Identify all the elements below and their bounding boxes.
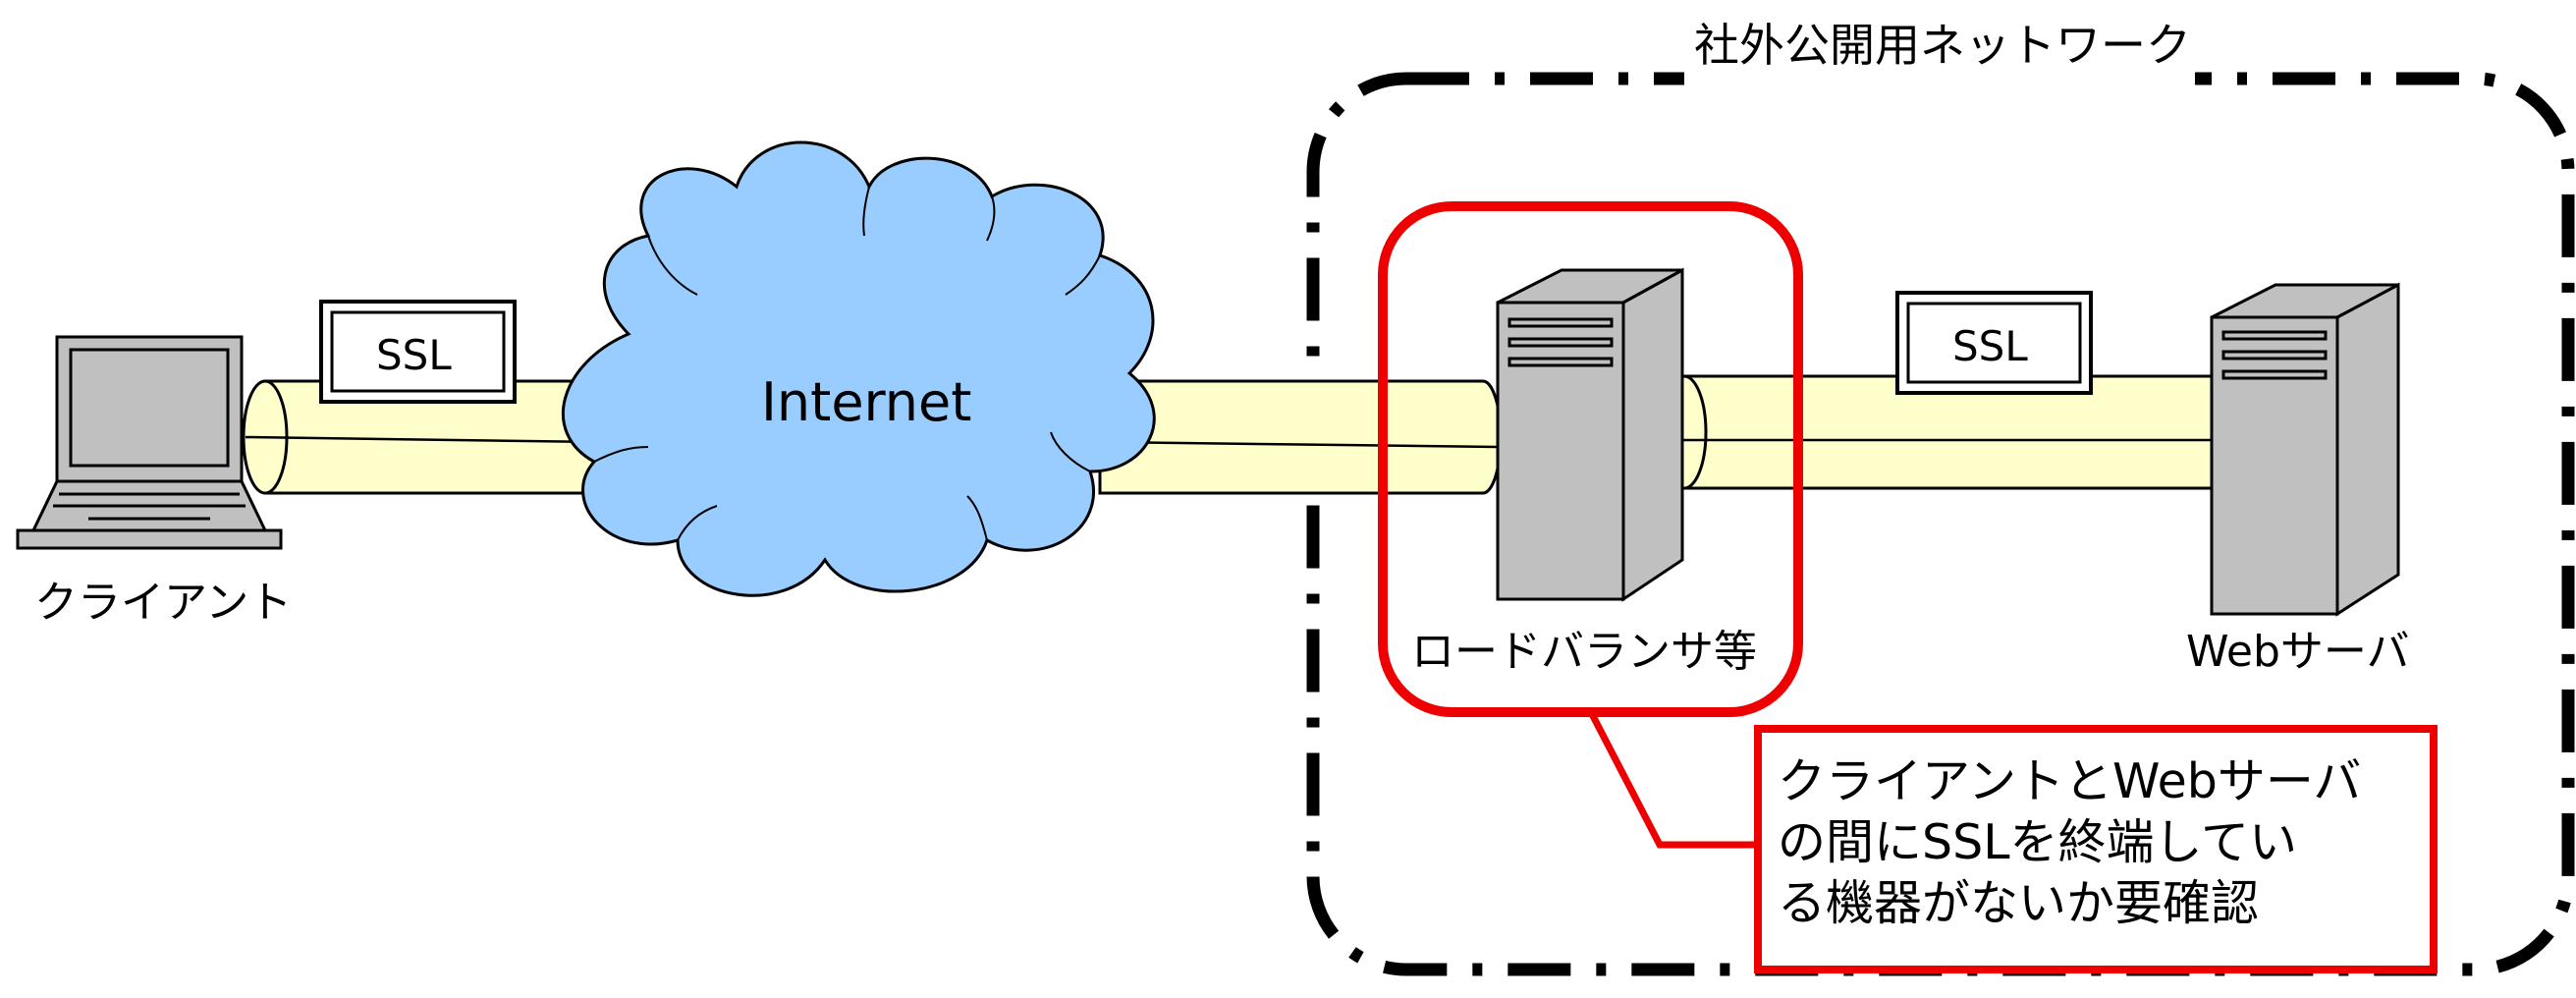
loadbalancer-highlight — [1378, 201, 1803, 717]
callout-connector — [1587, 710, 1758, 849]
webserver-label: Webサーバ — [2186, 627, 2410, 677]
ssl-badge-left — [319, 300, 517, 404]
ssl-tunnel-left — [242, 379, 601, 495]
client-label: クライアント — [34, 578, 292, 628]
web-server-icon — [2210, 282, 2400, 617]
network-title: 社外公開用ネットワーク — [1694, 19, 2191, 72]
ssl-tunnel-right — [1635, 374, 2231, 490]
note-line-2: の間にSSLを終端してい — [1778, 814, 2298, 870]
ssl-label-right: SSL — [1952, 322, 2028, 370]
note-callout-box — [1754, 725, 2438, 973]
loadbalancer-label: ロードバランサ等 — [1411, 627, 1757, 677]
network-title-mask — [1684, 39, 2195, 108]
ssl-label-left: SSL — [376, 331, 452, 379]
note-line-3: る機器がないか要確認 — [1778, 875, 2260, 931]
tunnel-cloud-to-lb — [1098, 379, 1503, 495]
laptop-icon — [16, 335, 283, 550]
load-balancer-server-icon — [1496, 267, 1684, 602]
note-text: クライアントとWebサーバ の間にSSLを終端してい る機器がないか要確認 — [1778, 751, 2406, 934]
note-line-1: クライアントとWebサーバ — [1778, 753, 2362, 809]
ssl-badge-right — [1895, 291, 2093, 395]
internet-label: Internet — [761, 371, 971, 433]
internet-cloud-icon — [561, 140, 1156, 597]
